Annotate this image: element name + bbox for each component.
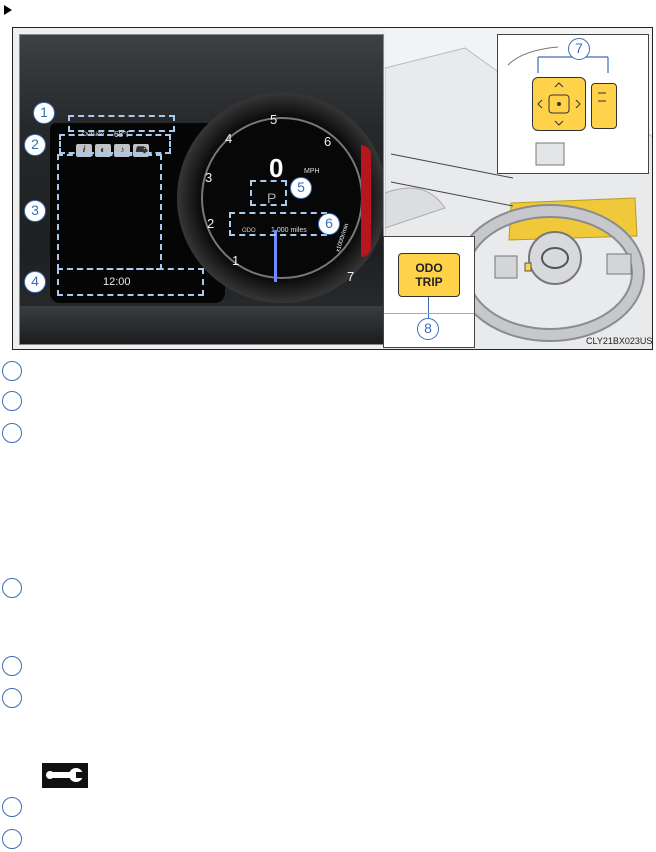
callout-5: 5 (290, 177, 312, 199)
list-marker-1 (2, 361, 22, 381)
highlight-box-2 (59, 134, 171, 154)
odo-value: 1,000 miles (271, 227, 307, 234)
gauge-tick: 2 (207, 216, 215, 231)
callout-3: 3 (24, 200, 46, 222)
list-marker-8 (2, 829, 22, 849)
speedometer-gauge (177, 93, 383, 303)
highlight-box-5 (250, 180, 287, 206)
speed-value: 0 (269, 153, 284, 183)
figure-code: CLY21BX023US (586, 336, 653, 346)
callout-8: 8 (417, 318, 439, 340)
odo-button-line2: TRIP (415, 275, 443, 289)
play-arrow-icon (4, 5, 12, 15)
list-marker-3 (2, 423, 22, 443)
odo-label: ODO (242, 228, 256, 234)
callout-2: 2 (24, 134, 46, 156)
callout-7: 7 (568, 38, 590, 60)
leader-line (428, 297, 429, 319)
cluster-bottom-bezel (20, 306, 383, 344)
highlight-box-6 (229, 212, 327, 236)
callout-6: 6 (318, 213, 340, 235)
speed-unit: MPH (304, 168, 320, 175)
gear-indicator: P (267, 190, 277, 206)
highlight-box-3 (57, 154, 162, 270)
wrench-icon (42, 763, 88, 788)
redzone-arc (361, 145, 371, 257)
callout-4: 4 (24, 271, 46, 293)
list-marker-6 (2, 688, 22, 708)
odo-button-line1: ODO (415, 261, 443, 275)
gauge-tick: 1 (232, 253, 240, 268)
gauge-tick: 4 (225, 131, 233, 146)
gauge-tick: 7 (347, 269, 355, 284)
figure: Outside 68°F i ◐ ♪ ⛟ 12:00 x1000r/min 1 … (12, 27, 653, 350)
instrument-cluster-photo: Outside 68°F i ◐ ♪ ⛟ 12:00 x1000r/min 1 … (19, 34, 384, 345)
callout-1: 1 (33, 102, 55, 124)
speed-needle (274, 230, 277, 282)
clock: 12:00 (103, 276, 131, 288)
gauge-tick: 5 (270, 112, 278, 127)
gauge-tick: 3 (205, 170, 213, 185)
highlight-box-4 (57, 268, 204, 296)
pad-arrows (507, 46, 609, 166)
list-marker-2 (2, 391, 22, 411)
list-marker-4 (2, 578, 22, 598)
highlight-box-1 (68, 115, 175, 132)
gauge-tick: 6 (324, 134, 332, 149)
odo-trip-button: ODO TRIP (398, 253, 460, 297)
list-marker-5 (2, 656, 22, 676)
list-marker-7 (2, 797, 22, 817)
back-home-buttons (591, 83, 617, 129)
divider (384, 313, 474, 314)
